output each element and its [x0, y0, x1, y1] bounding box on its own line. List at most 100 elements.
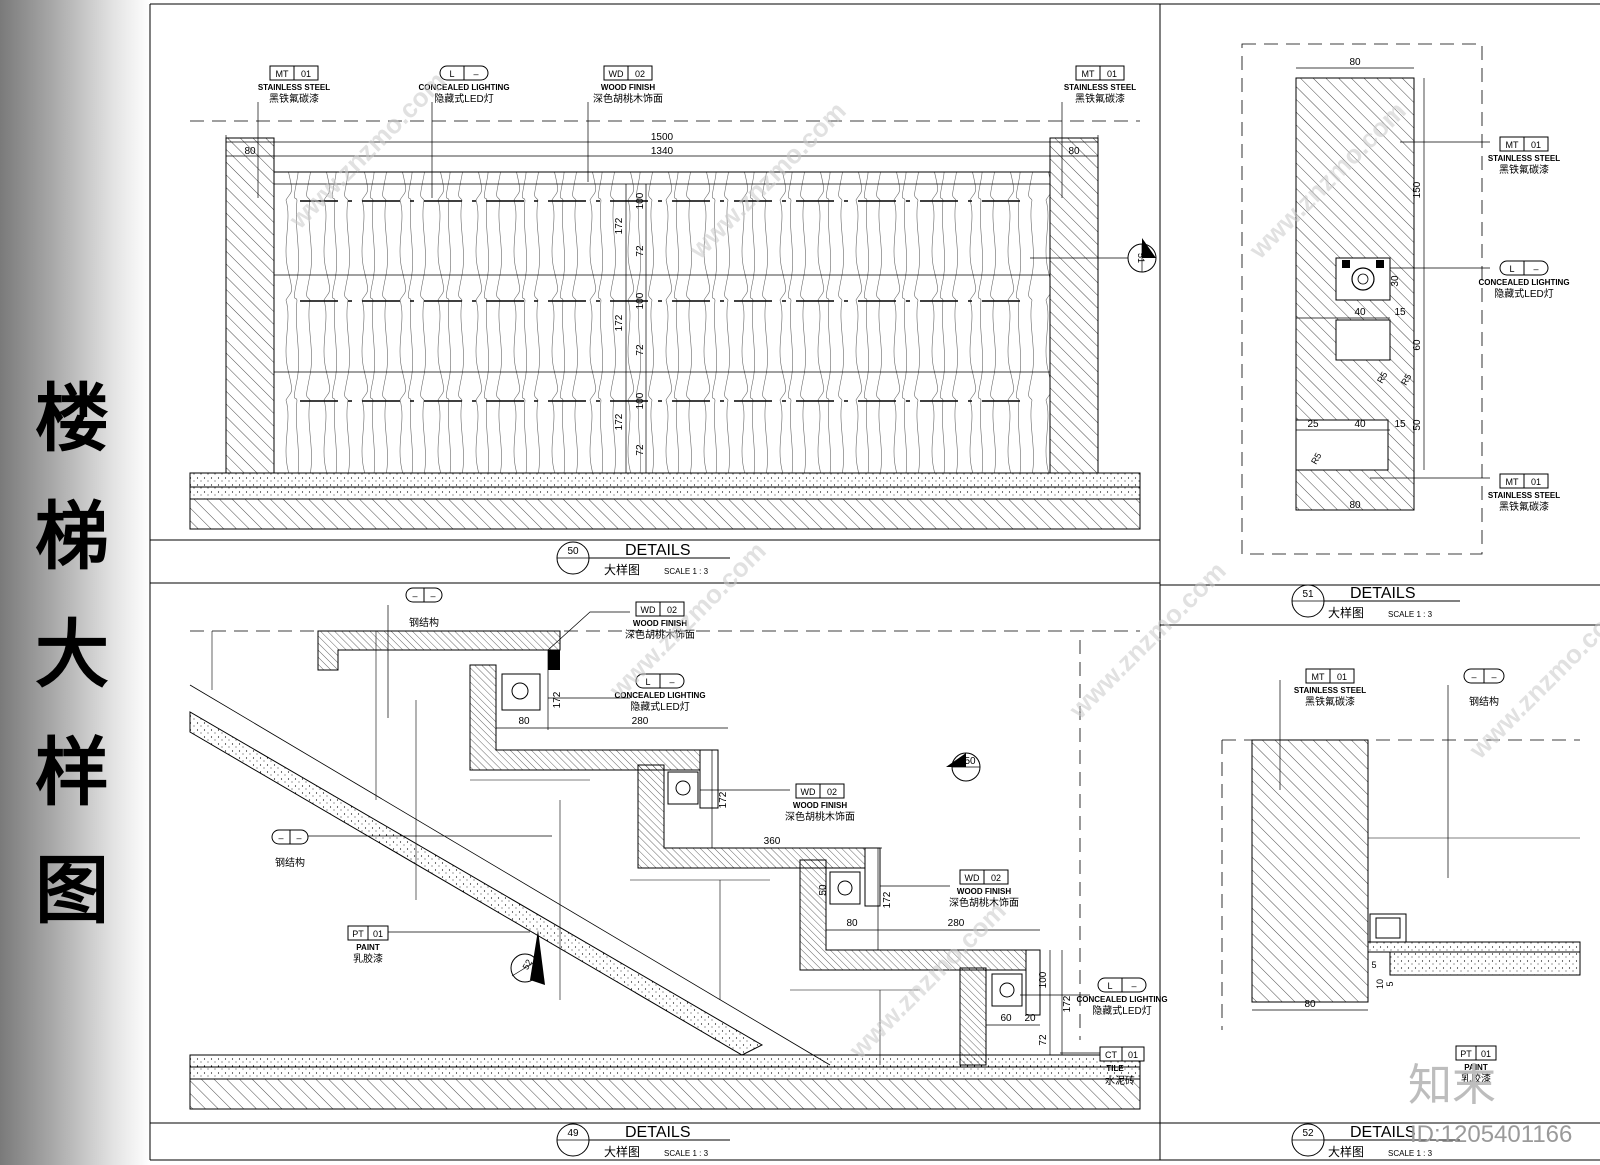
svg-text:51: 51 [1302, 589, 1314, 600]
svg-text:01: 01 [1531, 140, 1541, 150]
d49-s1-tread: 280 [632, 716, 649, 727]
d51-w25: 25 [1307, 419, 1319, 430]
d49-s3-tread: 280 [948, 918, 965, 929]
svg-text:钢结构: 钢结构 [1469, 695, 1499, 708]
d51-r5-b: R5 [1399, 372, 1413, 387]
svg-text:–: – [296, 833, 301, 843]
svg-text:01: 01 [1481, 1049, 1491, 1059]
svg-text:–: – [1471, 672, 1476, 682]
tag-d52-stainless: MT 01 STAINLESS STEEL 黑铁氟碳漆 [1294, 668, 1366, 708]
svg-text:大样图: 大样图 [604, 1144, 640, 1159]
d49-s2-tread: 360 [764, 836, 781, 847]
dim-v72-a: 72 [635, 245, 646, 257]
dim-v172-a: 172 [614, 217, 625, 234]
tag-d52-paint: PT 01 PAINT 乳胶漆 [1455, 1045, 1497, 1085]
svg-text:MT: MT [1506, 477, 1519, 487]
svg-text:WD: WD [609, 69, 624, 79]
d49-s1-rise: 172 [552, 691, 563, 708]
dim-v100-c: 100 [635, 392, 646, 409]
d51-h50: 50 [1412, 419, 1423, 431]
d49-s3-rise: 172 [882, 891, 893, 908]
dim-v100-b: 100 [635, 292, 646, 309]
svg-text:DETAILS: DETAILS [1350, 1124, 1416, 1141]
d51-w40-b: 40 [1354, 419, 1366, 430]
tag-d49-steel-left: – – 钢结构 [271, 829, 309, 869]
d49-s4-rise: 172 [1062, 995, 1073, 1012]
svg-text:CONCEALED LIGHTING: CONCEALED LIGHTING [1478, 278, 1569, 287]
svg-text:WOOD FINISH: WOOD FINISH [601, 83, 655, 92]
caption-detail-50: 50 DETAILS 大样图 SCALE 1 : 3 [556, 541, 730, 577]
svg-text:WD: WD [801, 787, 816, 797]
svg-text:CONCEALED LIGHTING: CONCEALED LIGHTING [1076, 995, 1167, 1004]
tag-d49-wood-top: WD 02 WOOD FINISH 深色胡桃木饰面 [625, 601, 695, 641]
svg-text:–: – [669, 677, 674, 687]
svg-text:WOOD FINISH: WOOD FINISH [957, 887, 1011, 896]
svg-text:WD: WD [965, 873, 980, 883]
tag-d51-lighting: L – CONCEALED LIGHTING 隐藏式LED灯 [1478, 260, 1570, 300]
svg-text:51: 51 [1136, 253, 1146, 263]
svg-text:MT: MT [276, 69, 289, 79]
tag-d50-stainless-right: MT 01 STAINLESS STEEL 黑铁氟碳漆 [1064, 65, 1136, 105]
svg-text:02: 02 [635, 69, 645, 79]
dim-v172-b: 172 [614, 314, 625, 331]
svg-text:52: 52 [1302, 1128, 1314, 1139]
svg-text:深色胡桃木饰面: 深色胡桃木饰面 [785, 810, 855, 823]
d49-s1-nose: 80 [518, 716, 530, 727]
tag-d50-stainless-left: MT 01 STAINLESS STEEL 黑铁氟碳漆 [258, 65, 330, 105]
svg-text:STAINLESS STEEL: STAINLESS STEEL [1294, 686, 1366, 695]
svg-text:深色胡桃木饰面: 深色胡桃木饰面 [593, 92, 663, 105]
svg-text:PAINT: PAINT [1464, 1063, 1488, 1072]
d51-r5-a: R5 [1375, 370, 1389, 385]
svg-text:01: 01 [1531, 477, 1541, 487]
d49-s2-rise: 172 [718, 791, 729, 808]
svg-text:PT: PT [1460, 1049, 1472, 1059]
svg-text:02: 02 [667, 605, 677, 615]
d52-width: 80 [1304, 999, 1316, 1010]
svg-text:50: 50 [964, 756, 976, 767]
svg-text:STAINLESS STEEL: STAINLESS STEEL [1488, 491, 1560, 500]
tag-d50-wood: WD 02 WOOD FINISH 深色胡桃木饰面 [593, 65, 663, 105]
svg-text:CONCEALED LIGHTING: CONCEALED LIGHTING [614, 691, 705, 700]
detail-49-stair-section: 172 80 280 172 360 50 172 80 280 100 172… [189, 605, 1141, 1110]
svg-text:01: 01 [1128, 1050, 1138, 1060]
tag-d49-steel-top: – – 钢结构 [405, 587, 443, 629]
tag-d49-tile: CT 01 TILE 水泥砖 [1099, 1046, 1145, 1087]
svg-text:01: 01 [1107, 69, 1117, 79]
detail-51-section: 80 80 150 30 60 50 40 15 25 40 15 R5 R5 … [1241, 43, 1490, 555]
svg-text:01: 01 [1337, 672, 1347, 682]
d51-w15-b: 15 [1394, 419, 1406, 430]
svg-text:PAINT: PAINT [356, 943, 380, 952]
d52-n5: 5 [1371, 960, 1376, 970]
tag-d49-paint: PT 01 PAINT 乳胶漆 [347, 925, 389, 965]
detail-50-elevation: 1500 1340 80 80 172 172 172 100 72 100 7… [189, 102, 1157, 530]
svg-text:钢结构: 钢结构 [409, 616, 439, 629]
detail-52-section: 80 5 10 5 [1221, 680, 1581, 1030]
svg-text:L: L [1509, 264, 1514, 274]
svg-text:CONCEALED LIGHTING: CONCEALED LIGHTING [418, 83, 509, 92]
svg-text:STAINLESS STEEL: STAINLESS STEEL [1488, 154, 1560, 163]
svg-text:–: – [1491, 672, 1496, 682]
svg-text:乳胶漆: 乳胶漆 [1461, 1072, 1491, 1085]
d51-w15-a: 15 [1394, 307, 1406, 318]
d49-s4-n100: 100 [1038, 971, 1049, 988]
tag-d49-lighting-low: L – CONCEALED LIGHTING 隐藏式LED灯 [1076, 977, 1168, 1017]
svg-text:MT: MT [1082, 69, 1095, 79]
svg-text:MT: MT [1506, 140, 1519, 150]
section-marker-51: 51 [1127, 238, 1157, 273]
d52-n5b: 5 [1385, 981, 1395, 986]
tag-d49-wood-low: WD 02 WOOD FINISH 深色胡桃木饰面 [949, 869, 1019, 909]
tag-d49-wood-mid: WD 02 WOOD FINISH 深色胡桃木饰面 [785, 783, 855, 823]
sheet-title: 楼梯大样图 [35, 376, 109, 934]
svg-text:02: 02 [991, 873, 1001, 883]
dim-v172-c: 172 [614, 413, 625, 430]
svg-text:MT: MT [1312, 672, 1325, 682]
svg-text:50: 50 [567, 546, 579, 557]
d51-bottom-width: 80 [1349, 500, 1361, 511]
svg-text:L: L [449, 69, 454, 79]
caption-detail-52: 52 DETAILS 大样图 SCALE 1 : 3 [1291, 1123, 1460, 1159]
tag-d52-steel: – – 钢结构 [1463, 668, 1505, 708]
dim-inner: 1340 [651, 146, 674, 157]
svg-text:乳胶漆: 乳胶漆 [353, 952, 383, 965]
svg-text:黑铁氟碳漆: 黑铁氟碳漆 [269, 92, 319, 105]
svg-text:深色胡桃木饰面: 深色胡桃木饰面 [949, 896, 1019, 909]
